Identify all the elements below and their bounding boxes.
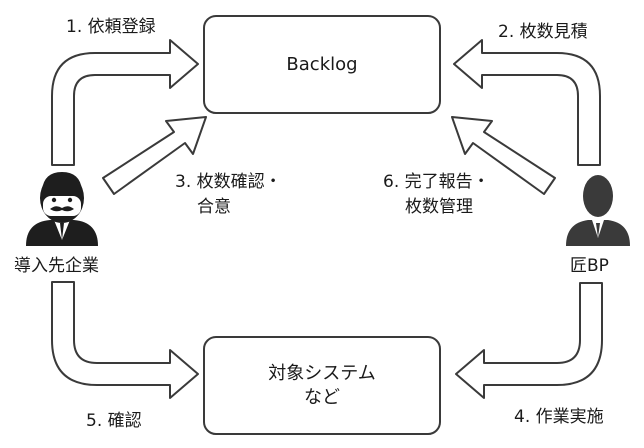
step4-label: 4. 作業実施 [514, 407, 604, 427]
step6-label-line2: 枚数管理 [405, 197, 473, 217]
arrow-step4 [455, 282, 603, 399]
arrow-step1 [51, 39, 199, 166]
step3-label-line2: 合意 [197, 197, 231, 217]
step3-label-line1: 3. 枚数確認・ [175, 172, 282, 192]
step1-label: 1. 依頼登録 [66, 17, 156, 37]
step6-label-line1: 6. 完了報告・ [383, 172, 490, 192]
backlog-label: Backlog [286, 54, 358, 75]
arrow-step2 [453, 39, 601, 166]
target-system-label-line1: 対象システム [268, 363, 376, 384]
silhouette-person-icon [566, 175, 630, 246]
target-system-box [203, 336, 441, 435]
businessman-mustache-icon [26, 172, 98, 246]
target-system-label-line2: など [304, 387, 340, 408]
takumi-bp-label: 匠BP [570, 256, 609, 276]
arrow-step5 [51, 281, 199, 399]
backlog-box [203, 15, 441, 114]
step5-label: 5. 確認 [86, 411, 142, 431]
client-company-label: 導入先企業 [14, 256, 99, 276]
arrow-step6 [451, 116, 556, 195]
step2-label: 2. 枚数見積 [498, 22, 588, 42]
arrow-step3 [102, 116, 207, 195]
